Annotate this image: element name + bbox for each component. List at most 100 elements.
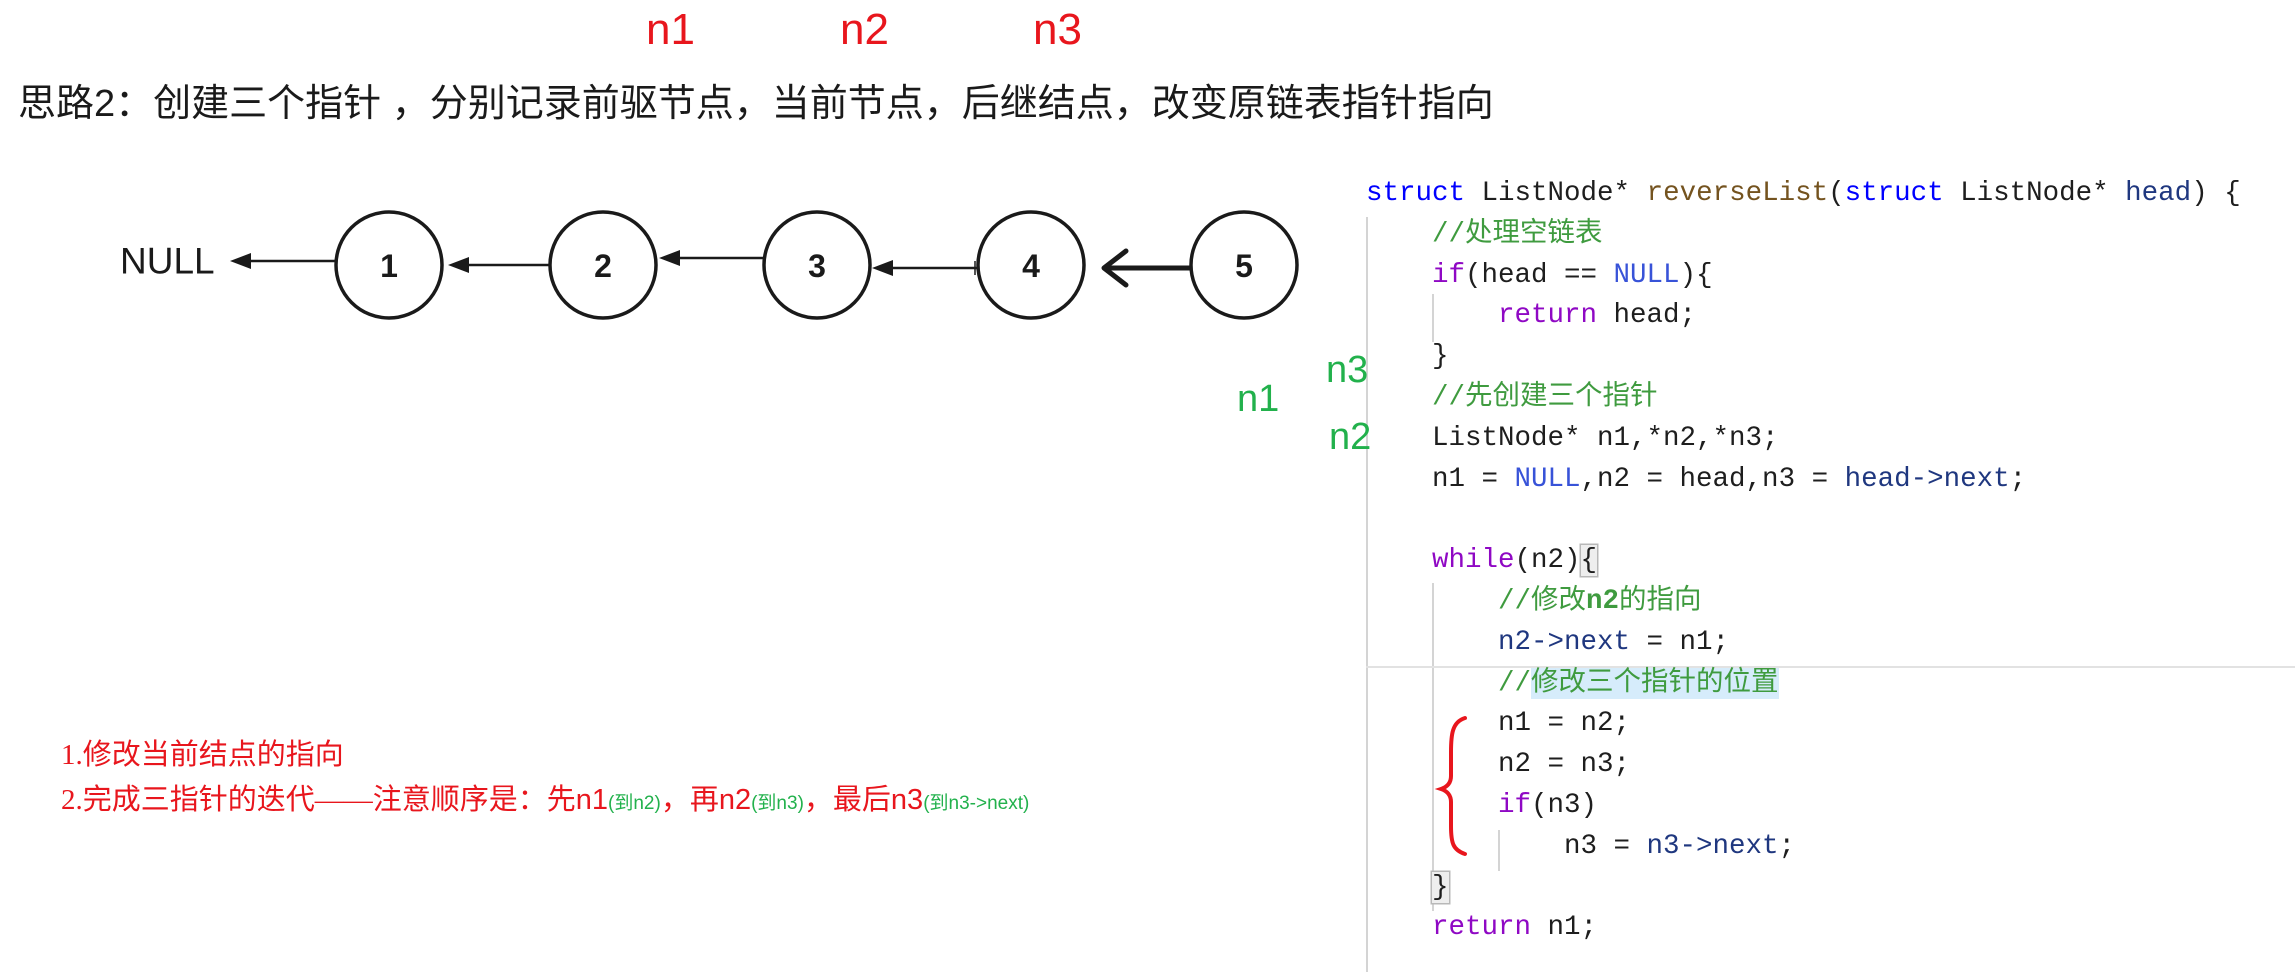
code-token: } xyxy=(1432,341,1449,373)
code-token: (n2) xyxy=(1514,545,1581,577)
code-line: return head; xyxy=(1366,296,2295,337)
code-line: return n1; xyxy=(1366,908,2295,949)
code-token: NULL xyxy=(1514,463,1581,495)
code-token: ,n2 = head,n3 = xyxy=(1580,463,1845,495)
indent-guide xyxy=(1498,830,1500,871)
note-hint: (到n3->next) xyxy=(923,793,1030,814)
idea-title: 思路2：创建三个指针 ，分别记录前驱节点，当前节点，后继结点，改变原链表指针指向 xyxy=(18,83,1494,125)
list-node-label: 3 xyxy=(808,248,826,284)
code-token: return xyxy=(1432,912,1532,944)
code-token: //修改 xyxy=(1498,585,1587,617)
code-token: // xyxy=(1498,667,1532,699)
note-text: ，再 xyxy=(660,784,719,816)
side-label-n1: n1 xyxy=(1237,378,1280,420)
list-node-circle xyxy=(548,210,658,320)
note-pointer: n1 xyxy=(575,784,609,816)
code-line: n3 = n3->next; xyxy=(1366,827,2295,868)
code-token: 的指向 xyxy=(1619,585,1702,617)
code-editor[interactable]: struct ListNode* reverseList(struct List… xyxy=(1366,178,2295,972)
code-lines: struct ListNode* reverseList(struct List… xyxy=(1366,178,2295,949)
code-token: ) { xyxy=(2191,178,2241,209)
note-line-1: 1.修改当前结点的指向 xyxy=(61,739,344,771)
indent-guide xyxy=(1432,583,1434,911)
side-label-n2: n2 xyxy=(1329,416,1372,458)
code-line: struct ListNode* reverseList(struct List… xyxy=(1366,178,2295,215)
code-line: n1 = NULL,n2 = head,n3 = head->next; xyxy=(1366,460,2295,501)
pointer-arrow-current xyxy=(1101,248,1191,288)
code-token: ListNode* n1,*n2,*n3; xyxy=(1432,422,1779,454)
current-line-border xyxy=(1366,666,2295,668)
list-node: 3 xyxy=(762,210,872,320)
code-token: reverseList xyxy=(1646,178,1829,209)
note-line-2: 2.完成三指针的迭代——注意顺序是：先n1(到n2)，再n2(到n3)，最后n3… xyxy=(61,786,1029,815)
pointer-arrow xyxy=(872,260,978,276)
list-node-circle xyxy=(976,210,1086,320)
code-token: ; xyxy=(2009,463,2027,495)
side-label-n3: n3 xyxy=(1326,349,1369,391)
note-hint: (到n3) xyxy=(751,793,804,814)
code-token: 修改三个指针的位置 xyxy=(1531,667,1779,699)
code-token: NULL xyxy=(1613,259,1680,291)
code-line: //处理空链表 xyxy=(1366,215,2295,256)
code-line: while(n2){ xyxy=(1366,541,2295,582)
note-pointer: n3 xyxy=(890,784,924,816)
code-token: n1 = xyxy=(1432,463,1515,495)
code-token: if xyxy=(1432,259,1466,291)
code-line: } xyxy=(1366,337,2295,378)
list-node: 1 xyxy=(334,210,444,320)
code-token: head->next xyxy=(1844,463,2010,495)
code-token: //处理空链表 xyxy=(1432,218,1603,250)
code-token: struct xyxy=(1366,178,1466,209)
code-token: (head == xyxy=(1465,259,1614,291)
code-line xyxy=(1366,500,2295,541)
pointer-arrow xyxy=(448,257,550,273)
code-token: ListNode* xyxy=(1943,178,2126,209)
code-token: n2->next xyxy=(1498,626,1631,658)
list-node-label: 5 xyxy=(1235,248,1253,284)
note-pointer: n2 xyxy=(718,784,752,816)
list-node-label: 2 xyxy=(594,248,612,284)
code-line: ListNode* n1,*n2,*n3; xyxy=(1366,419,2295,460)
code-line: n1 = n2; xyxy=(1366,704,2295,745)
pointer-arrow xyxy=(659,250,764,266)
code-token: //先创建三个指针 xyxy=(1432,381,1658,413)
code-line: //先创建三个指针 xyxy=(1366,378,2295,419)
code-line: //修改三个指针的位置 xyxy=(1366,664,2295,705)
code-token: n3->next xyxy=(1646,830,1779,862)
note-text: 2.完成三指针的迭代——注意顺序是：先 xyxy=(61,784,576,816)
code-token: n2 xyxy=(1586,585,1620,617)
code-line: //修改n2的指向 xyxy=(1366,582,2295,623)
indent-guide xyxy=(1432,294,1434,342)
code-line: } xyxy=(1366,868,2295,909)
list-node-label: 4 xyxy=(1022,248,1040,284)
code-token: n2 = n3; xyxy=(1498,749,1631,781)
code-line: n2 = n3; xyxy=(1366,745,2295,786)
code-token: n1 = n2; xyxy=(1498,708,1631,740)
code-line: n2->next = n1; xyxy=(1366,623,2295,664)
list-node: 5 xyxy=(1189,210,1299,320)
top-label-n1: n1 xyxy=(646,5,695,54)
null-label: NULL xyxy=(120,241,215,282)
indent-guide xyxy=(1366,217,1368,972)
pointer-arrow xyxy=(230,253,336,269)
list-node: 2 xyxy=(548,210,658,320)
code-line: if(head == NULL){ xyxy=(1366,256,2295,297)
code-token: struct xyxy=(1844,178,1944,209)
code-token: ( xyxy=(1828,178,1845,209)
top-label-n3: n3 xyxy=(1033,5,1082,54)
code-token: (n3) xyxy=(1531,789,1598,821)
code-token: } xyxy=(1432,871,1449,903)
code-token: ListNode* xyxy=(1465,178,1647,209)
code-line: if(n3) xyxy=(1366,786,2295,827)
code-token: n3 = xyxy=(1564,830,1647,862)
note-hint: (到n2) xyxy=(608,793,661,814)
list-node-circle xyxy=(334,210,444,320)
code-token: head; xyxy=(1597,300,1697,332)
list-node-circle xyxy=(1189,210,1299,320)
list-node: 4 xyxy=(976,210,1086,320)
code-token: while xyxy=(1432,545,1515,577)
code-token: head xyxy=(2125,178,2192,209)
top-label-n2: n2 xyxy=(840,5,889,54)
code-token: { xyxy=(1580,545,1598,577)
note-text: ，最后 xyxy=(803,784,891,816)
